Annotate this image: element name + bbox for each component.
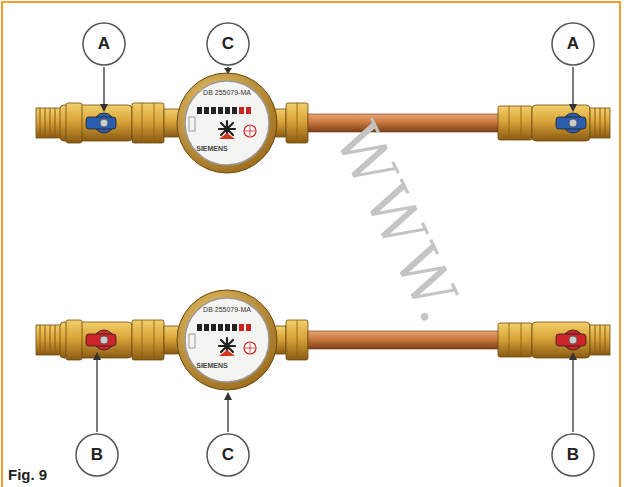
serial-number: DB 255079-MA xyxy=(203,89,251,96)
callout-circle: C xyxy=(206,22,250,66)
callout-circle: C xyxy=(206,433,250,477)
callout-letter: B xyxy=(551,433,595,477)
callout-circle: A xyxy=(551,22,595,66)
callout-letter: C xyxy=(206,433,250,477)
serial-number: DB 255079-MA xyxy=(203,306,251,313)
callout-letter: A xyxy=(551,22,595,66)
callout-circle: A xyxy=(82,22,126,66)
brand-name: SIEMENS xyxy=(196,362,228,369)
callout-letter: A xyxy=(82,22,126,66)
callout-letter: C xyxy=(206,22,250,66)
callout-letter: B xyxy=(75,433,119,477)
callout-circle: B xyxy=(551,433,595,477)
watermark: WWW. xyxy=(321,112,479,338)
figure-number: Fig. 9 xyxy=(8,466,47,483)
brand-name: SIEMENS xyxy=(196,145,228,152)
callout-circle: B xyxy=(75,433,119,477)
